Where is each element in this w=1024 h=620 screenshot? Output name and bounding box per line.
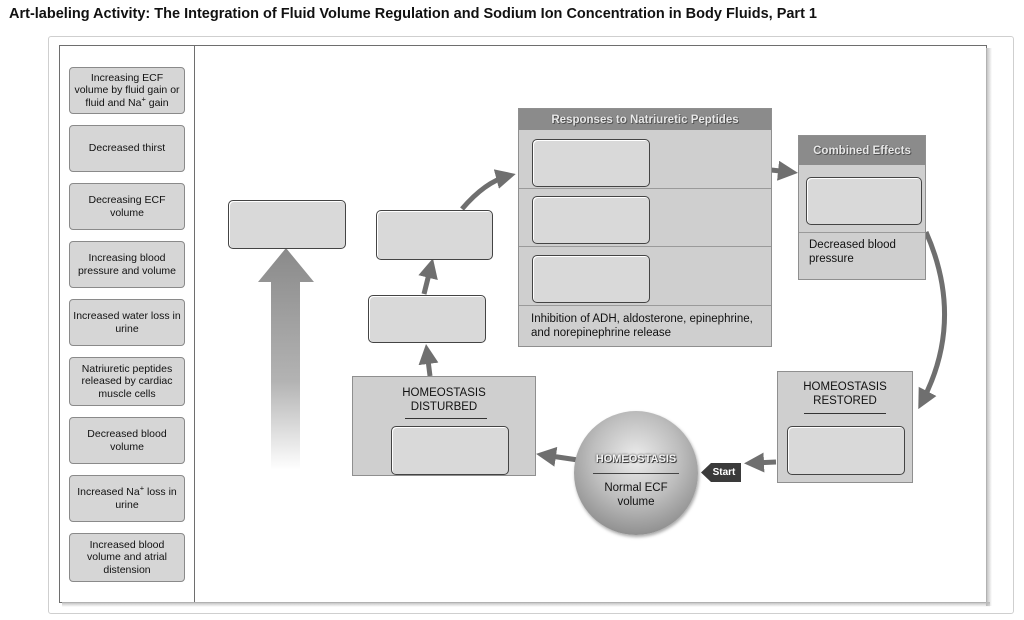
draggable-label[interactable]: Increased Na+ loss in urine [69,475,185,522]
large-up-arrow [258,248,314,470]
arrow-homeostasis-to-disturbed [536,446,579,467]
start-tag-icon [701,463,741,482]
arrow-responses-to-combined [770,160,798,181]
restored-label: HOMEOSTASIS RESTORED [777,380,913,408]
drop-zone-response-1[interactable] [532,139,650,187]
start-label: Start [712,467,736,478]
drop-zone-response-2[interactable] [532,196,650,244]
responses-divider [519,188,771,189]
responses-divider [519,246,771,247]
arrow-combined-to-restored [918,230,947,410]
arrow-box2-to-responses [460,169,516,211]
draggable-label[interactable]: Increased water loss in urine [69,299,185,346]
disturbed-line-1: HOMEOSTASIS [402,387,486,399]
draggable-label[interactable]: Decreasing ECF volume [69,183,185,230]
draggable-label[interactable]: Natriuretic peptides released by cardiac… [69,357,185,406]
restored-underline [804,413,886,414]
combined-divider [799,232,925,233]
homeostasis-text: Normal ECF volume [604,482,668,508]
draggable-label[interactable]: Increased blood volume and atrial disten… [69,533,185,582]
homeostasis-title: HOMEOSTASIS [595,453,677,465]
disturbed-underline [405,418,487,419]
combined-effects-header: Combined Effects [799,136,925,165]
responses-divider [519,305,771,306]
page-title: Art-labeling Activity: The Integration o… [9,6,817,22]
restored-line-2: RESTORED [813,395,877,407]
responses-inhibition-text: Inhibition of ADH, aldosterone, epinephr… [531,313,753,339]
arrow-disturbed-to-box1 [418,344,439,377]
label-bank-divider [194,46,195,602]
arrow-restored-to-start [744,452,777,473]
draggable-label[interactable]: Decreased thirst [69,125,185,172]
drop-zone-disturbed[interactable] [391,426,509,475]
frame-shadow-bottom [62,602,990,607]
restored-line-1: HOMEOSTASIS [803,381,887,393]
homeostasis-underline [593,473,679,474]
draggable-label[interactable]: Increasing blood pressure and volume [69,241,185,288]
drop-zone-step-2[interactable] [376,210,493,260]
disturbed-line-2: DISTURBED [410,401,478,413]
drop-zone-restored[interactable] [787,426,905,475]
drop-zone-response-3[interactable] [532,255,650,303]
disturbed-label: HOMEOSTASIS DISTURBED [352,386,536,414]
draggable-label[interactable]: Increasing ECF volume by fluid gain or f… [69,67,185,114]
responses-header: Responses to Natriuretic Peptides [519,109,771,130]
arrow-box1-to-box2 [418,258,438,295]
draggable-label[interactable]: Decreased blood volume [69,417,185,464]
drop-zone-step-1[interactable] [368,295,486,343]
frame-shadow-right [986,48,992,606]
combined-effects-text: Decreased blood pressure [809,239,896,265]
drop-zone-main[interactable] [228,200,346,249]
drop-zone-combined[interactable] [806,177,922,225]
